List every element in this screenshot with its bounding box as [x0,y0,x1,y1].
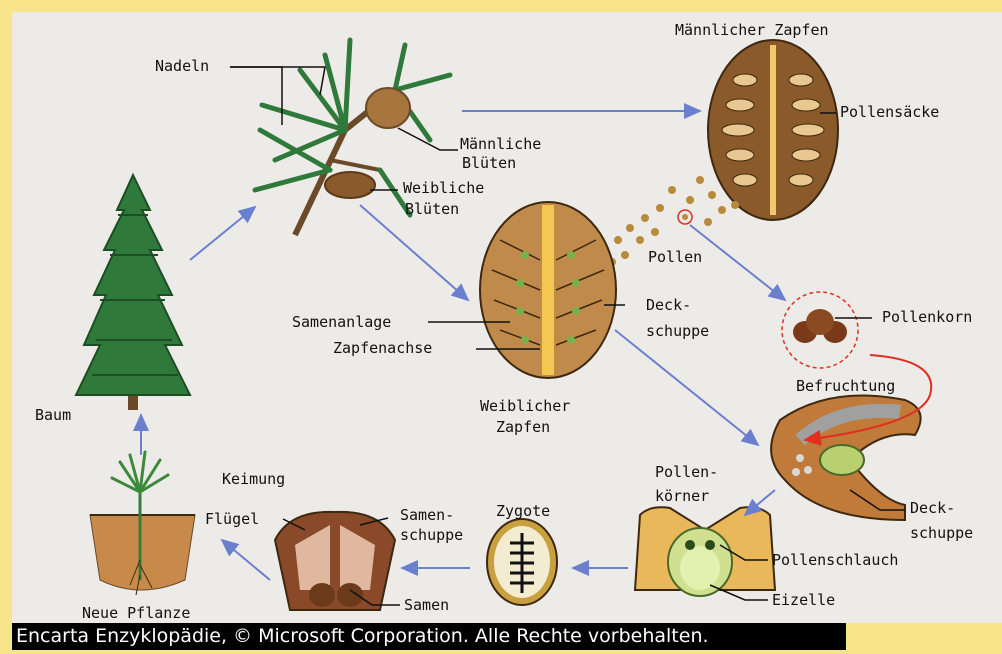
label-befruchtung: Befruchtung [796,377,895,395]
label-nadeln: Nadeln [155,57,209,75]
label-pollen: Pollen [648,248,702,266]
label-samenschuppe-2: schuppe [400,526,463,544]
label-pollenkorn: Pollenkorn [882,308,972,326]
label-samenanlage: Samenanlage [292,313,391,331]
label-keimung: Keimung [222,470,285,488]
label-deckschuppe-1b: schuppe [646,322,709,340]
label-pollenkoerner-2: körner [655,487,709,505]
label-neue-pflanze: Neue Pflanze [82,604,190,622]
label-weiblicher-zapfen-2: Zapfen [496,418,550,436]
label-pollenkoerner-1: Pollen- [655,463,718,481]
label-maennlicher-zapfen: Männlicher Zapfen [675,21,829,39]
label-baum: Baum [35,406,71,424]
label-eizelle: Eizelle [772,591,835,609]
label-zapfenachse: Zapfenachse [333,339,432,357]
copyright-footer: Encarta Enzyklopädie, © Microsoft Corpor… [12,623,846,650]
label-deckschuppe-2a: Deck- [910,499,955,517]
label-samen: Samen [404,596,449,614]
label-pollenschlauch: Pollenschlauch [772,551,898,569]
label-weiblicher-zapfen-1: Weiblicher [480,397,570,415]
label-deckschuppe-2b: schuppe [910,524,973,542]
seed-scale-illustration [275,512,395,610]
label-weibliche-blueten-2: Blüten [405,200,459,218]
label-samenschuppe-1: Samen- [400,506,454,524]
zygote-illustration [487,519,557,605]
label-weibliche-blueten-1: Weibliche [403,179,484,197]
label-pollensaecke: Pollensäcke [840,103,939,121]
label-fluegel: Flügel [205,510,259,528]
label-zygote: Zygote [496,502,550,520]
female-cone-illustration [480,202,616,378]
label-maennliche-blueten-1: Männliche [460,135,541,153]
male-cone-illustration [708,40,838,220]
label-maennliche-blueten-2: Blüten [462,154,516,172]
label-deckschuppe-1a: Deck- [646,296,691,314]
